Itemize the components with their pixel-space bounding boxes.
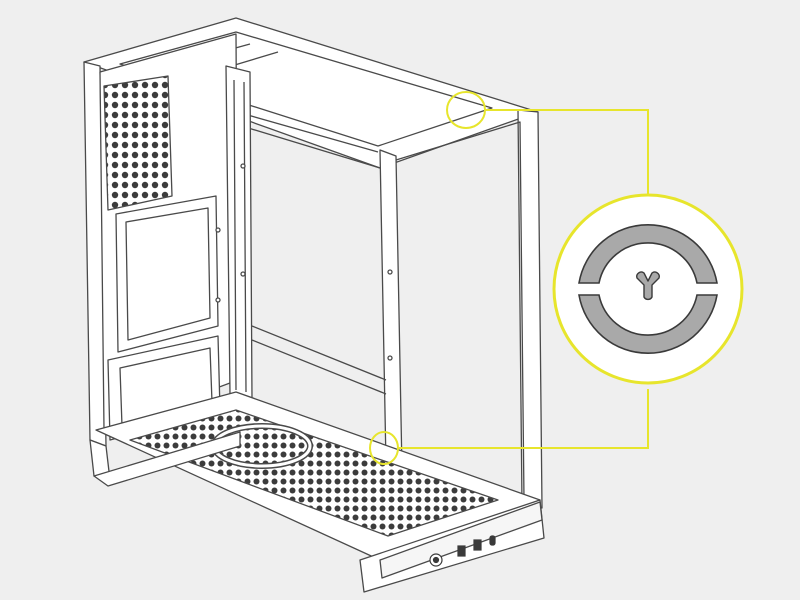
front-right-post [517, 109, 543, 509]
post-hole [215, 227, 221, 233]
center-post [225, 65, 253, 401]
usb-c-port-icon [489, 535, 496, 546]
detail-lower-arc [578, 294, 718, 354]
usb-port-icon [457, 545, 466, 557]
top-frame-inner [119, 31, 493, 147]
usb-port-icon [473, 539, 482, 551]
rear-right-post [379, 149, 403, 471]
rear-base [93, 431, 241, 487]
rear-vent-mesh [103, 75, 173, 211]
detail-upper-arc [578, 224, 718, 284]
power-button-core [432, 556, 440, 564]
side-opening-outline [395, 121, 525, 501]
case-frame [83, 17, 545, 593]
detail-view [578, 224, 718, 354]
callout-connector-top [485, 109, 649, 197]
post-hole [387, 269, 393, 275]
rear-bracket-panel [115, 195, 219, 353]
post-hole [387, 355, 393, 361]
front-io-strip [379, 501, 543, 579]
post-hole [240, 271, 246, 277]
front-io-ports [429, 535, 496, 567]
center-post-detail [233, 79, 247, 393]
post-hole [240, 163, 246, 169]
rear-bracket-inner [125, 207, 211, 341]
callout-connector-bottom [398, 389, 649, 449]
tray-cross-bar [251, 325, 387, 395]
post-hole [215, 297, 221, 303]
tri-lobe-screw-icon [636, 271, 660, 301]
